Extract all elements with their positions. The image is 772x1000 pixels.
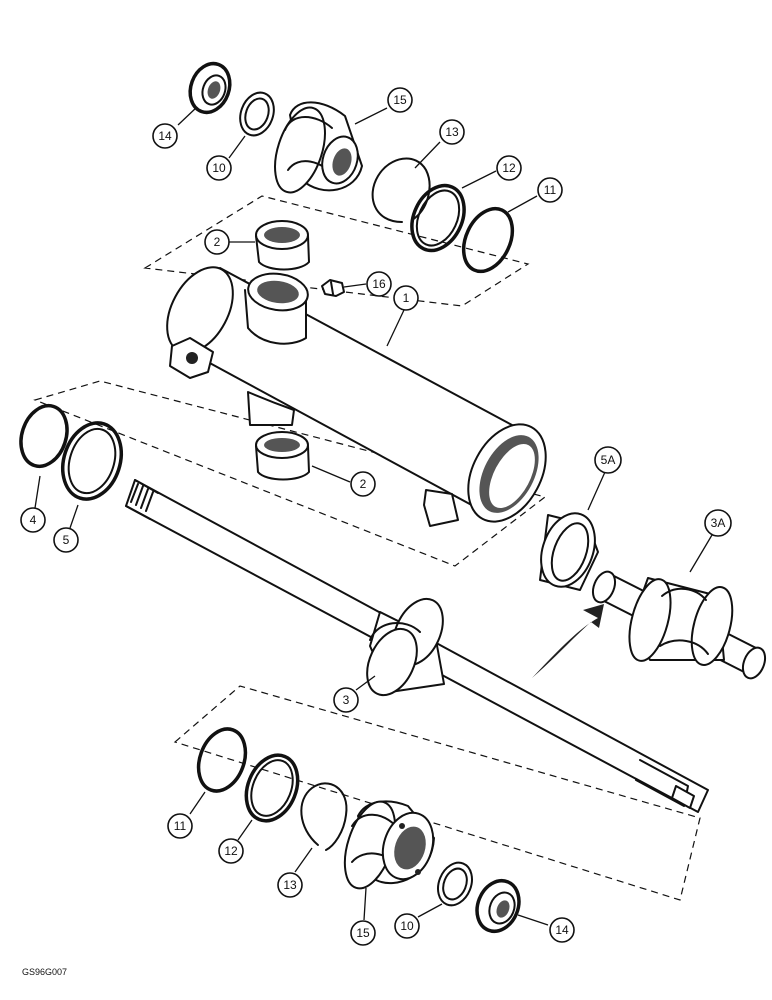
callout-4: 4 (20, 507, 46, 533)
callout-14-bottom: 14 (549, 917, 575, 943)
callout-3: 3 (333, 687, 359, 713)
callout-5a: 5A (594, 446, 622, 474)
part-16-grease-fitting (321, 279, 345, 297)
callout-13-top: 13 (439, 119, 465, 145)
callout-11-top: 11 (537, 177, 563, 203)
part-12-ring-bottom (244, 753, 300, 823)
svg-text:13: 13 (445, 125, 459, 139)
part-4-o-ring-left (19, 403, 69, 469)
part-2-bushing-bottom (255, 431, 310, 481)
svg-text:10: 10 (400, 919, 414, 933)
svg-text:14: 14 (555, 923, 569, 937)
alternate-piston-arrow (532, 604, 604, 678)
svg-text:2: 2 (360, 477, 367, 491)
part-13-split-ring-bottom (300, 782, 348, 851)
svg-text:4: 4 (30, 513, 37, 527)
svg-text:13: 13 (283, 878, 297, 892)
svg-text:3A: 3A (711, 516, 726, 530)
svg-text:5: 5 (63, 533, 70, 547)
callout-10-top: 10 (206, 155, 232, 181)
callout-2-bottom: 2 (350, 471, 376, 497)
callout-14-top: 14 (152, 123, 178, 149)
part-11-o-ring-top (461, 206, 515, 274)
svg-text:11: 11 (174, 819, 187, 833)
callout-15-top: 15 (387, 87, 413, 113)
svg-text:15: 15 (356, 926, 370, 940)
callout-10-bottom: 10 (394, 913, 420, 939)
part-10-backup-ring-top (239, 91, 275, 137)
svg-text:10: 10 (212, 161, 226, 175)
callout-1: 1 (393, 285, 419, 311)
svg-text:1: 1 (403, 291, 410, 305)
leader-lines (34, 106, 713, 926)
part-15-gland-top (274, 101, 363, 194)
part-2-bushing-top (255, 220, 310, 271)
callout-5: 5 (53, 527, 79, 553)
part-5-ring-left (61, 421, 123, 501)
svg-text:12: 12 (224, 844, 238, 858)
callout-11-bottom: 11 (167, 813, 193, 839)
callout-13-bottom: 13 (277, 872, 303, 898)
dashed-outline-bottom-group (173, 685, 701, 901)
part-14-wiper-top (188, 61, 232, 115)
part-15-gland-bottom (343, 800, 435, 890)
svg-text:12: 12 (502, 161, 516, 175)
svg-text:11: 11 (544, 183, 557, 197)
figure-code: GS96G007 (22, 967, 67, 977)
svg-text:3: 3 (343, 693, 350, 707)
part-14-wiper-bottom (475, 879, 521, 933)
callout-12-bottom: 12 (218, 838, 244, 864)
part-10-backup-ring-bottom (437, 861, 473, 907)
callout-3a: 3A (704, 509, 732, 537)
svg-text:15: 15 (393, 93, 407, 107)
part-3-piston-rod (125, 479, 709, 813)
callout-15-bottom: 15 (350, 920, 376, 946)
svg-text:14: 14 (158, 129, 172, 143)
callout-12-top: 12 (496, 155, 522, 181)
part-13-split-ring-top (371, 157, 431, 223)
part-11-o-ring-bottom (196, 727, 248, 793)
callout-16: 16 (366, 271, 392, 297)
svg-text:5A: 5A (601, 453, 616, 467)
part-12-ring-top (410, 183, 466, 253)
part-5a-wear-ring (539, 512, 599, 591)
svg-text:16: 16 (372, 277, 386, 291)
part-3a-alternate-piston (591, 570, 767, 680)
dashed-outline-top-group (143, 195, 530, 307)
part-1-cylinder-barrel (166, 266, 547, 527)
callout-2-top: 2 (204, 229, 230, 255)
svg-text:2: 2 (214, 235, 221, 249)
